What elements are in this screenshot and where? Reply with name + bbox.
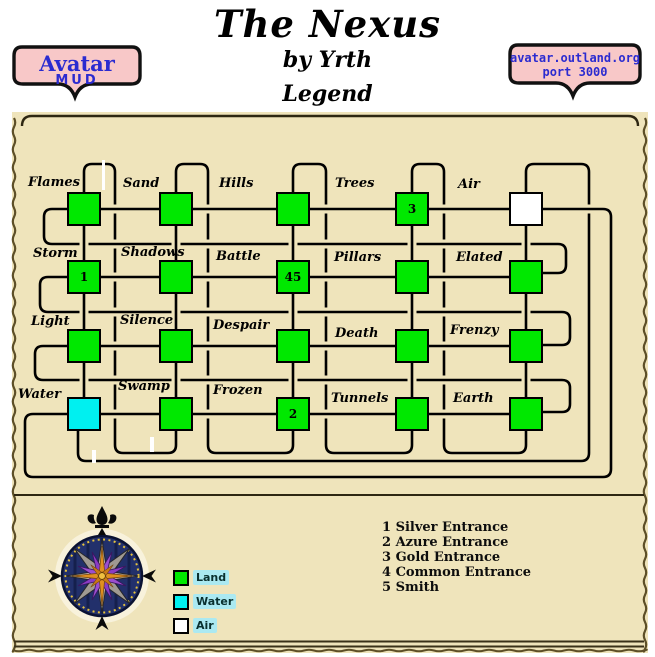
room-label-sand: Sand [123, 176, 160, 191]
room-label-pillars: Pillars [334, 250, 382, 265]
room-frenzy [509, 329, 543, 363]
page-title: The Nexus [213, 2, 441, 46]
parchment-background [12, 112, 648, 653]
room-pillars [395, 260, 429, 294]
room-earth [509, 397, 543, 431]
entrance-line: 3 Gold Entrance [382, 550, 501, 565]
room-number: 1 [79, 270, 89, 284]
badge-left-line2: MUD [55, 73, 99, 88]
room-flames [67, 192, 101, 226]
room-label-tunnels: Tunnels [331, 391, 389, 406]
legend-label: Air [193, 618, 217, 633]
legend-swatch-land [173, 570, 189, 586]
room-swamp [159, 397, 193, 431]
server-address-badge: avatar.outland.org port 3000 [504, 42, 646, 106]
badge-left-line1: Avatar [39, 51, 115, 76]
room-label-frozen: Frozen [213, 383, 263, 398]
room-label-elated: Elated [456, 250, 503, 265]
room-number: 3 [407, 202, 417, 216]
room-label-shadows: Shadows [121, 245, 185, 260]
room-label-light: Light [31, 314, 70, 329]
badge-banner-shape [508, 43, 642, 101]
legend-swatch-water [173, 594, 189, 610]
room-hills [276, 192, 310, 226]
room-label-water: Water [18, 387, 62, 402]
room-frozen: 2 [276, 397, 310, 431]
entrance-line: 4 Common Entrance [382, 565, 532, 580]
room-label-silence: Silence [120, 313, 174, 328]
legend-label: Land [193, 570, 230, 585]
badge-right-line2: port 3000 [542, 65, 608, 79]
legend-label: Water [193, 594, 237, 609]
avatar-mud-badge: Avatar MUD [8, 44, 146, 106]
room-label-death: Death [335, 326, 379, 341]
room-sand [159, 192, 193, 226]
room-label-air: Air [458, 177, 480, 192]
room-storm: 1 [67, 260, 101, 294]
badge-right-line1: avatar.outland.org [509, 51, 641, 65]
room-label-frenzy: Frenzy [450, 323, 499, 338]
room-silence [159, 329, 193, 363]
room-water [67, 397, 101, 431]
room-air [509, 192, 543, 226]
room-label-hills: Hills [219, 176, 254, 191]
room-elated [509, 260, 543, 294]
room-label-flames: Flames [28, 175, 80, 190]
room-label-storm: Storm [33, 246, 78, 261]
room-light [67, 329, 101, 363]
legend-swatch-air [173, 618, 189, 634]
room-death [395, 329, 429, 363]
byline: by Yrth [282, 47, 373, 73]
room-label-earth: Earth [453, 391, 494, 406]
legend-heading: Legend [282, 81, 373, 107]
entrance-line: 2 Azure Entrance [382, 535, 509, 550]
room-label-trees: Trees [335, 176, 375, 191]
room-label-swamp: Swamp [118, 379, 170, 394]
room-despair [276, 329, 310, 363]
room-number: 2 [288, 407, 298, 421]
room-label-battle: Battle [216, 249, 261, 264]
room-battle: 45 [276, 260, 310, 294]
badge-banner-shape [12, 45, 142, 102]
entrance-line: 5 Smith [382, 580, 440, 595]
entrance-line: 1 Silver Entrance [382, 520, 509, 535]
room-trees: 3 [395, 192, 429, 226]
room-label-despair: Despair [213, 318, 270, 333]
room-number: 45 [284, 270, 302, 284]
room-tunnels [395, 397, 429, 431]
room-shadows [159, 260, 193, 294]
